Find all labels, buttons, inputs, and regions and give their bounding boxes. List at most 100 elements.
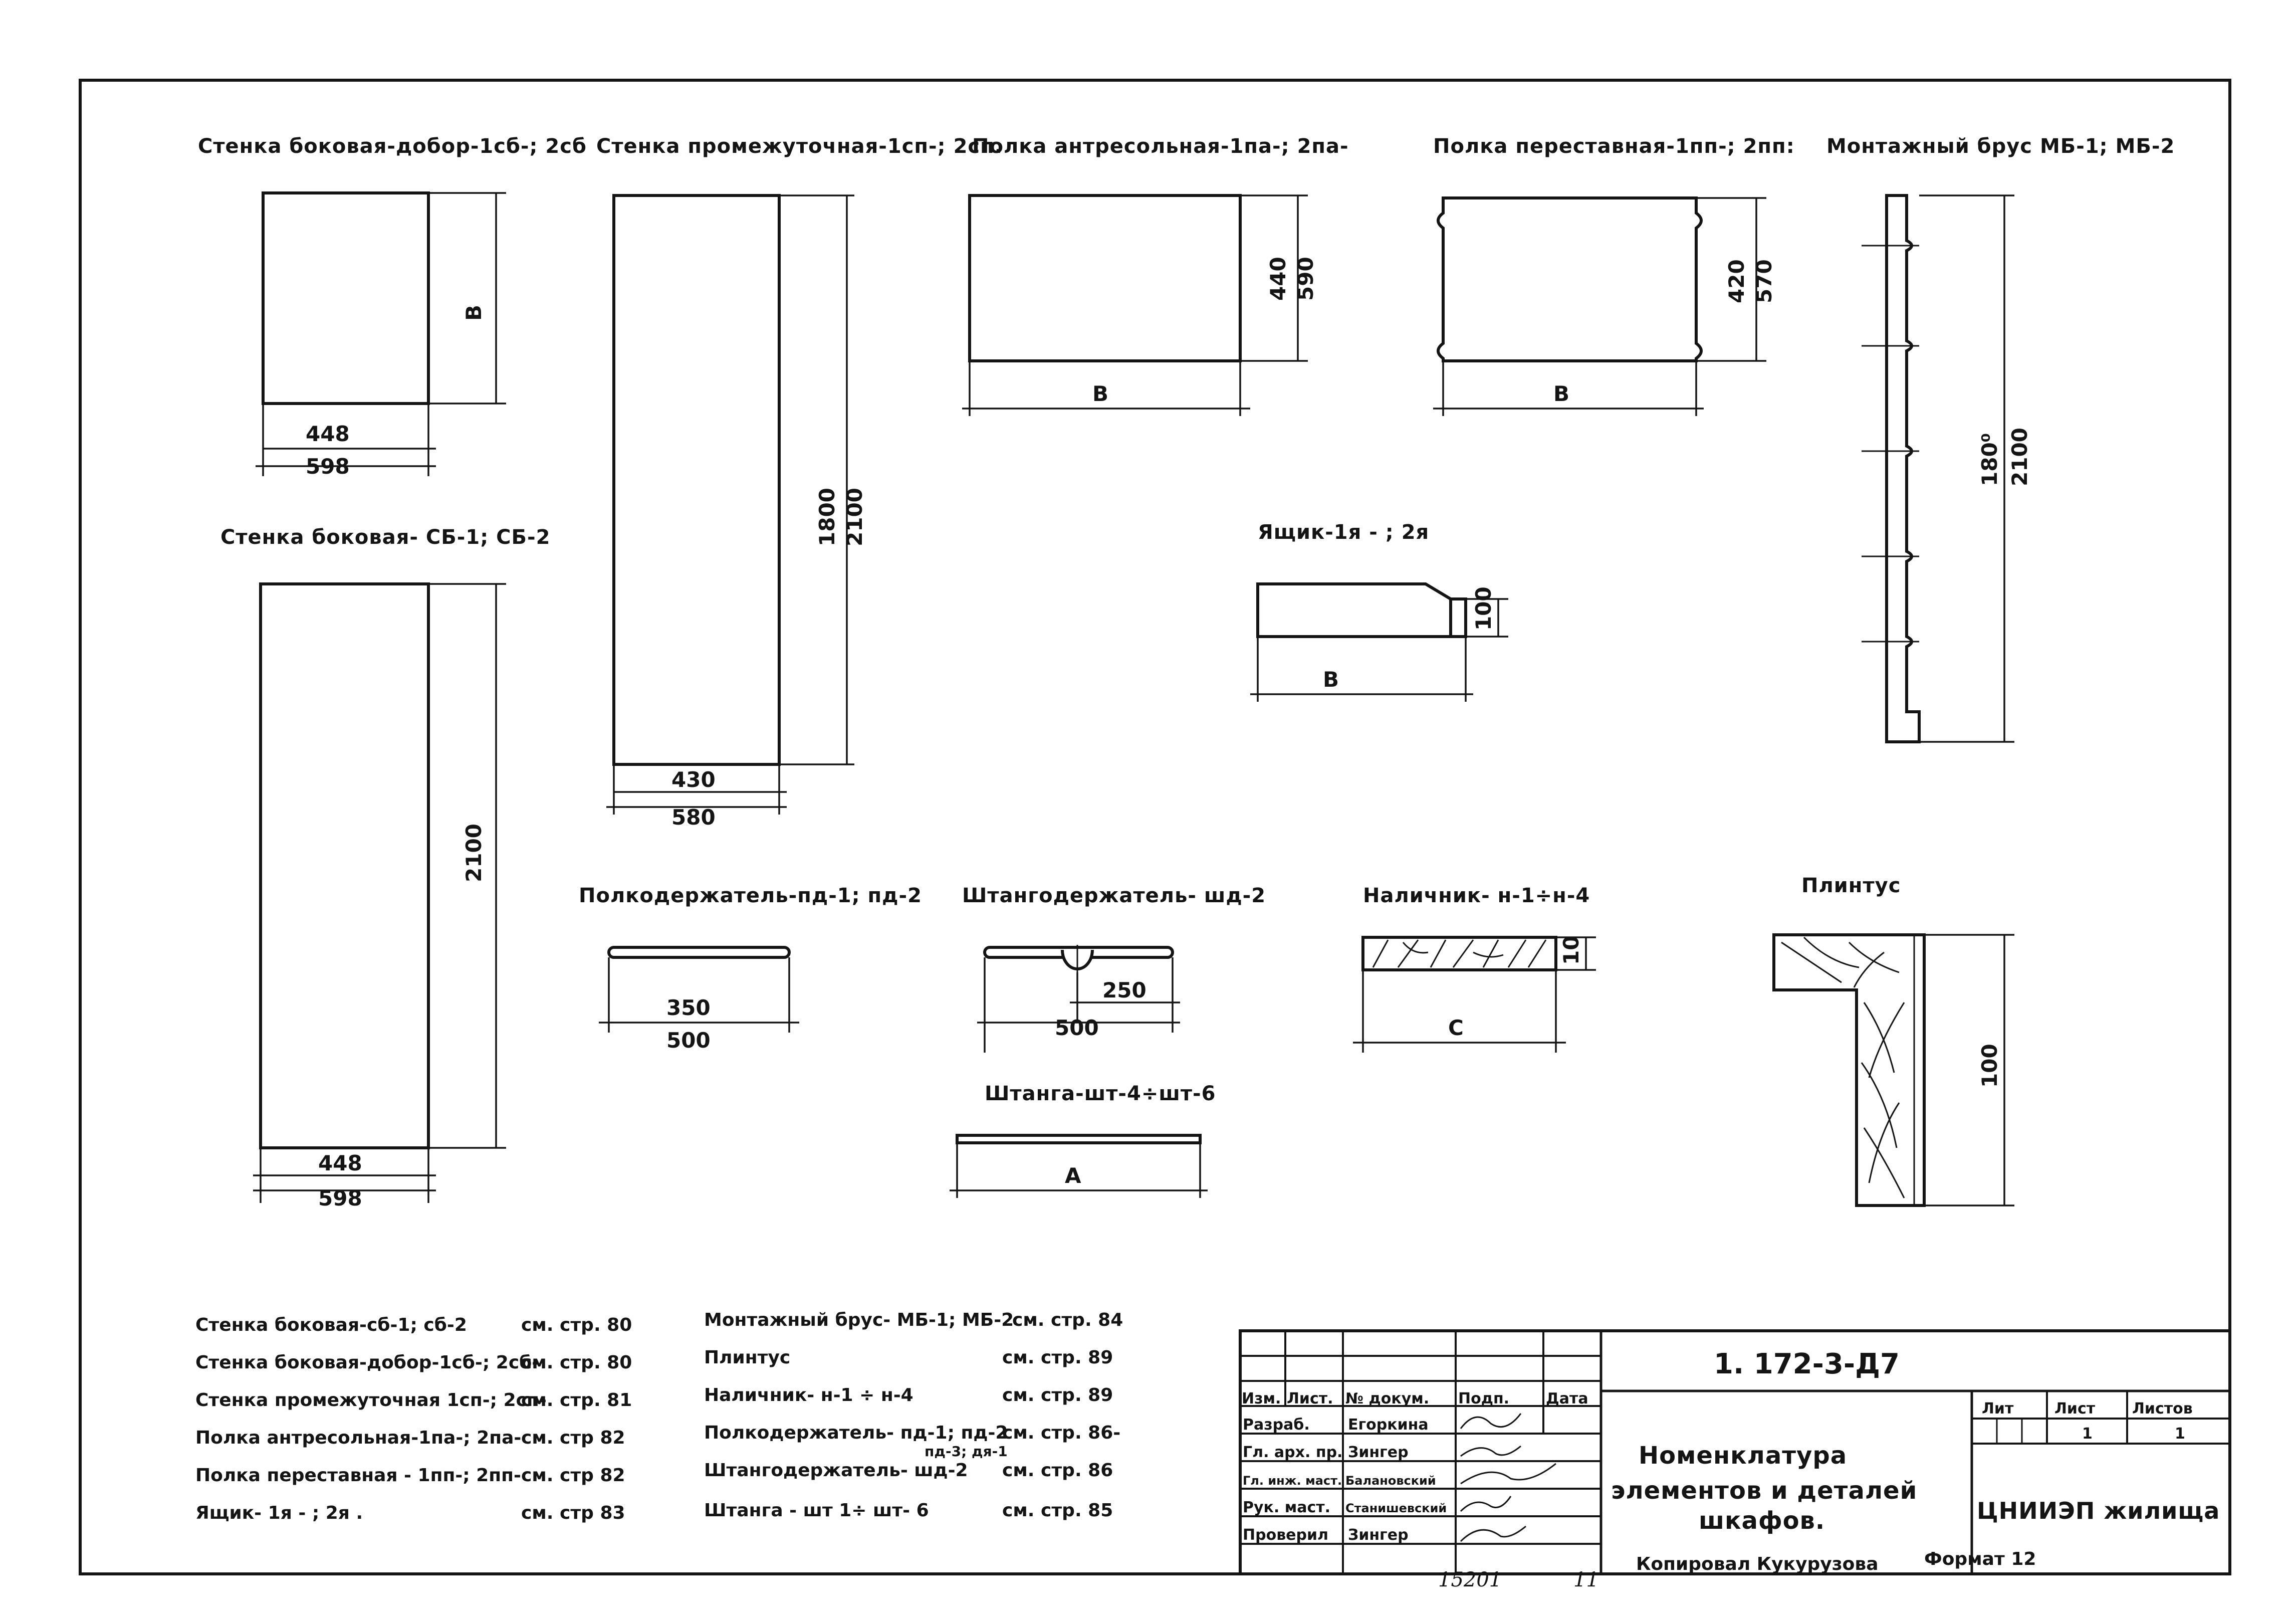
sheet-frame — [79, 79, 2231, 1575]
dim-perest-h2: 570 — [1752, 259, 1776, 303]
ref-right-0-name: Монтажный брус- МБ-1; МБ-2 — [704, 1310, 1014, 1330]
title-stenka-sb: Стенка боковая- СБ-1; СБ-2 — [220, 526, 550, 549]
dim-pd-w1: 350 — [666, 995, 711, 1020]
dim-brus-h2: 2100 — [2007, 428, 2032, 486]
title-block: Изм. Лист. № докум. Подп. Дата Разраб. Е… — [1239, 1329, 2231, 1575]
stamp-title-2: элементов и деталей — [1611, 1477, 1917, 1505]
title-shtanga: Штанга-шт-4÷шт-6 — [985, 1082, 1216, 1105]
ref-left-0-page: см. стр. 80 — [521, 1315, 632, 1335]
dim-antr-h2: 590 — [1293, 257, 1318, 301]
ref-right-4-page: см. стр. 86 — [1002, 1460, 1113, 1481]
stamp-name-4: Зингер — [1348, 1526, 1409, 1544]
dim-shd-w1: 250 — [1102, 978, 1146, 1002]
reference-list-left: Стенка боковая-сб-1; сб-2 см. стр. 80 Ст… — [195, 1315, 632, 1523]
part-polkoderzh: Полкодержатель-пд-1; пд-2 350 500 — [579, 884, 922, 1053]
stamp-name-2: Балановский — [1345, 1474, 1436, 1488]
stamp-org: ЦНИИЭП жилища — [1977, 1497, 2220, 1524]
title-stenka-dobor: Стенка боковая-добор-1сб-; 2сб — [198, 135, 587, 158]
stamp-role-2: Гл. инж. маст. — [1243, 1474, 1342, 1488]
ref-left-5-page: см. стр 83 — [521, 1503, 625, 1523]
dim-perest-h1: 420 — [1724, 259, 1749, 303]
dim-yashik-w: В — [1323, 667, 1339, 692]
ref-left-2-name: Стенка промежуточная 1сп-; 2сп- — [195, 1390, 547, 1411]
stamp-role-3: Рук. маст. — [1243, 1499, 1330, 1516]
part-plintus: Плинтус 100 — [1772, 874, 2014, 1207]
dim-prom-w2: 580 — [671, 805, 716, 830]
dim-dobor-h: В — [462, 305, 486, 321]
title-stenka-prom: Стенка промежуточная-1сп-; 2сп. — [596, 135, 1003, 158]
reference-list-right: Монтажный брус- МБ-1; МБ-2 см. стр. 84 П… — [704, 1310, 1123, 1521]
dim-sb-w1: 448 — [318, 1151, 362, 1175]
title-polka-antr: Полка антресольная-1па-; 2па- — [972, 135, 1349, 158]
dim-brus-h1: 180⁰ — [1977, 433, 2002, 486]
part-stenka-dobor: Стенка боковая-добор-1сб-; 2сб 448 598 В — [198, 135, 587, 479]
stamp-sheets-value: 1 — [2175, 1425, 2185, 1443]
dim-yashik-h: 100 — [1471, 586, 1496, 631]
ref-left-4-page: см. стр 82 — [521, 1465, 625, 1486]
stamp-col-podp: Подп. — [1458, 1390, 1509, 1407]
stamp-col-izm: Изм. — [1242, 1390, 1281, 1407]
part-shtangoderzh: Штангодержатель- шд-2 250 500 — [962, 884, 1266, 1053]
ref-right-2-page: см. стр. 89 — [1002, 1385, 1113, 1405]
dim-plintus-h: 100 — [1977, 1044, 2002, 1088]
ref-right-1-page: см. стр. 89 — [1002, 1347, 1113, 1368]
dim-shd-w2: 500 — [1055, 1016, 1099, 1040]
part-mont-brus: Монтажный брус МБ-1; МБ-2 180⁰ 2100 — [1826, 135, 2175, 743]
ref-right-5-name: Штанга - шт 1÷ шт- 6 — [704, 1500, 929, 1521]
ref-left-2-page: см. стр. 81 — [521, 1390, 632, 1411]
stamp-sheet-value: 1 — [2082, 1425, 2093, 1443]
ref-left-1-name: Стенка боковая-добор-1сб-; 2сб- — [195, 1352, 539, 1373]
ref-right-2-name: Наличник- н-1 ÷ н-4 — [704, 1385, 913, 1405]
dim-perest-w: В — [1553, 381, 1569, 406]
ref-left-5-name: Ящик- 1я - ; 2я . — [195, 1503, 363, 1523]
ref-left-4-name: Полка переставная - 1пп-; 2пп- — [195, 1465, 521, 1486]
stamp-name-3: Станишевский — [1345, 1501, 1447, 1515]
dim-pd-w2: 500 — [666, 1028, 711, 1053]
part-nalichnik: Наличник- н-1÷н-4 С 10 — [1353, 884, 1596, 1053]
dim-dobor-w1: 448 — [306, 422, 350, 446]
copied-by: Копировал Кукурузова — [1636, 1554, 1879, 1574]
dim-nal-w: С — [1448, 1016, 1464, 1040]
part-polka-perest: Полка перес­тавная-1пп-; 2пп: В 420 570 — [1433, 135, 1795, 416]
stamp-name-1: Зингер — [1348, 1444, 1409, 1461]
dim-sb-w2: 598 — [318, 1186, 362, 1211]
ref-left-3-page: см. стр 82 — [521, 1428, 625, 1448]
dim-antr-w: В — [1092, 381, 1108, 406]
stamp-title-1: Номенклатура — [1639, 1442, 1847, 1470]
archive-number: 15201 — [1438, 1568, 1502, 1591]
stamp-col-date: Дата — [1546, 1390, 1588, 1407]
stamp-sheets-label: Листов — [2132, 1400, 2193, 1418]
dim-shtanga-w: А — [1065, 1163, 1081, 1188]
part-polka-antr: Полка антресольная-1па-; 2па- В 440 590 — [962, 135, 1349, 416]
title-polkoderzh: Полкодержатель-пд-1; пд-2 — [579, 884, 922, 907]
part-stenka-sb: Стенка боковая- СБ-1; СБ-2 448 598 2100 — [220, 526, 550, 1211]
ref-left-3-name: Полка антресольная-1па-; 2па- — [195, 1428, 521, 1448]
title-polka-perest: Полка перес­тавная-1пп-; 2пп: — [1433, 135, 1795, 158]
title-shtangoderzh: Штангодержатель- шд-2 — [962, 884, 1266, 907]
part-shtanga: Штанга-шт-4÷шт-6 А — [950, 1082, 1216, 1198]
dim-antr-h1: 440 — [1266, 257, 1290, 301]
ref-right-5-page: см. стр. 85 — [1002, 1500, 1113, 1521]
ref-right-3-page: см. стр. 86- — [1002, 1423, 1120, 1443]
ref-right-4-name: Штангодержатель- шд-2 — [704, 1460, 968, 1481]
title-nalichnik: Наличник- н-1÷н-4 — [1363, 884, 1590, 907]
format-label: Формат 12 — [1924, 1549, 2036, 1569]
stamp-role-4: Проверил — [1243, 1526, 1328, 1544]
stamp-title-3: шкафов. — [1699, 1507, 1825, 1535]
stamp-role-0: Разраб. — [1243, 1416, 1310, 1434]
dim-sb-h: 2100 — [462, 824, 486, 882]
stamp-role-1: Гл. арх. пр. — [1243, 1444, 1342, 1461]
stamp-sheet-label: Лист — [2054, 1400, 2096, 1418]
dim-dobor-w2: 598 — [306, 454, 350, 479]
title-yashik: Ящик-1я - ; 2я — [1258, 521, 1429, 544]
title-mont-brus: Монтажный брус МБ-1; МБ-2 — [1826, 135, 2175, 158]
archive-number-2: 11 — [1573, 1568, 1599, 1591]
stamp-col-doc: № докум. — [1345, 1390, 1429, 1407]
ref-right-0-page: см. стр. 84 — [1012, 1310, 1123, 1330]
dim-prom-h1: 1800 — [815, 488, 839, 546]
dim-nal-h: 10 — [1559, 936, 1583, 965]
stamp-lit-label: Лит — [1982, 1400, 2014, 1418]
stamp-col-list: Лист. — [1287, 1390, 1333, 1407]
signatures — [1460, 1413, 1556, 1542]
